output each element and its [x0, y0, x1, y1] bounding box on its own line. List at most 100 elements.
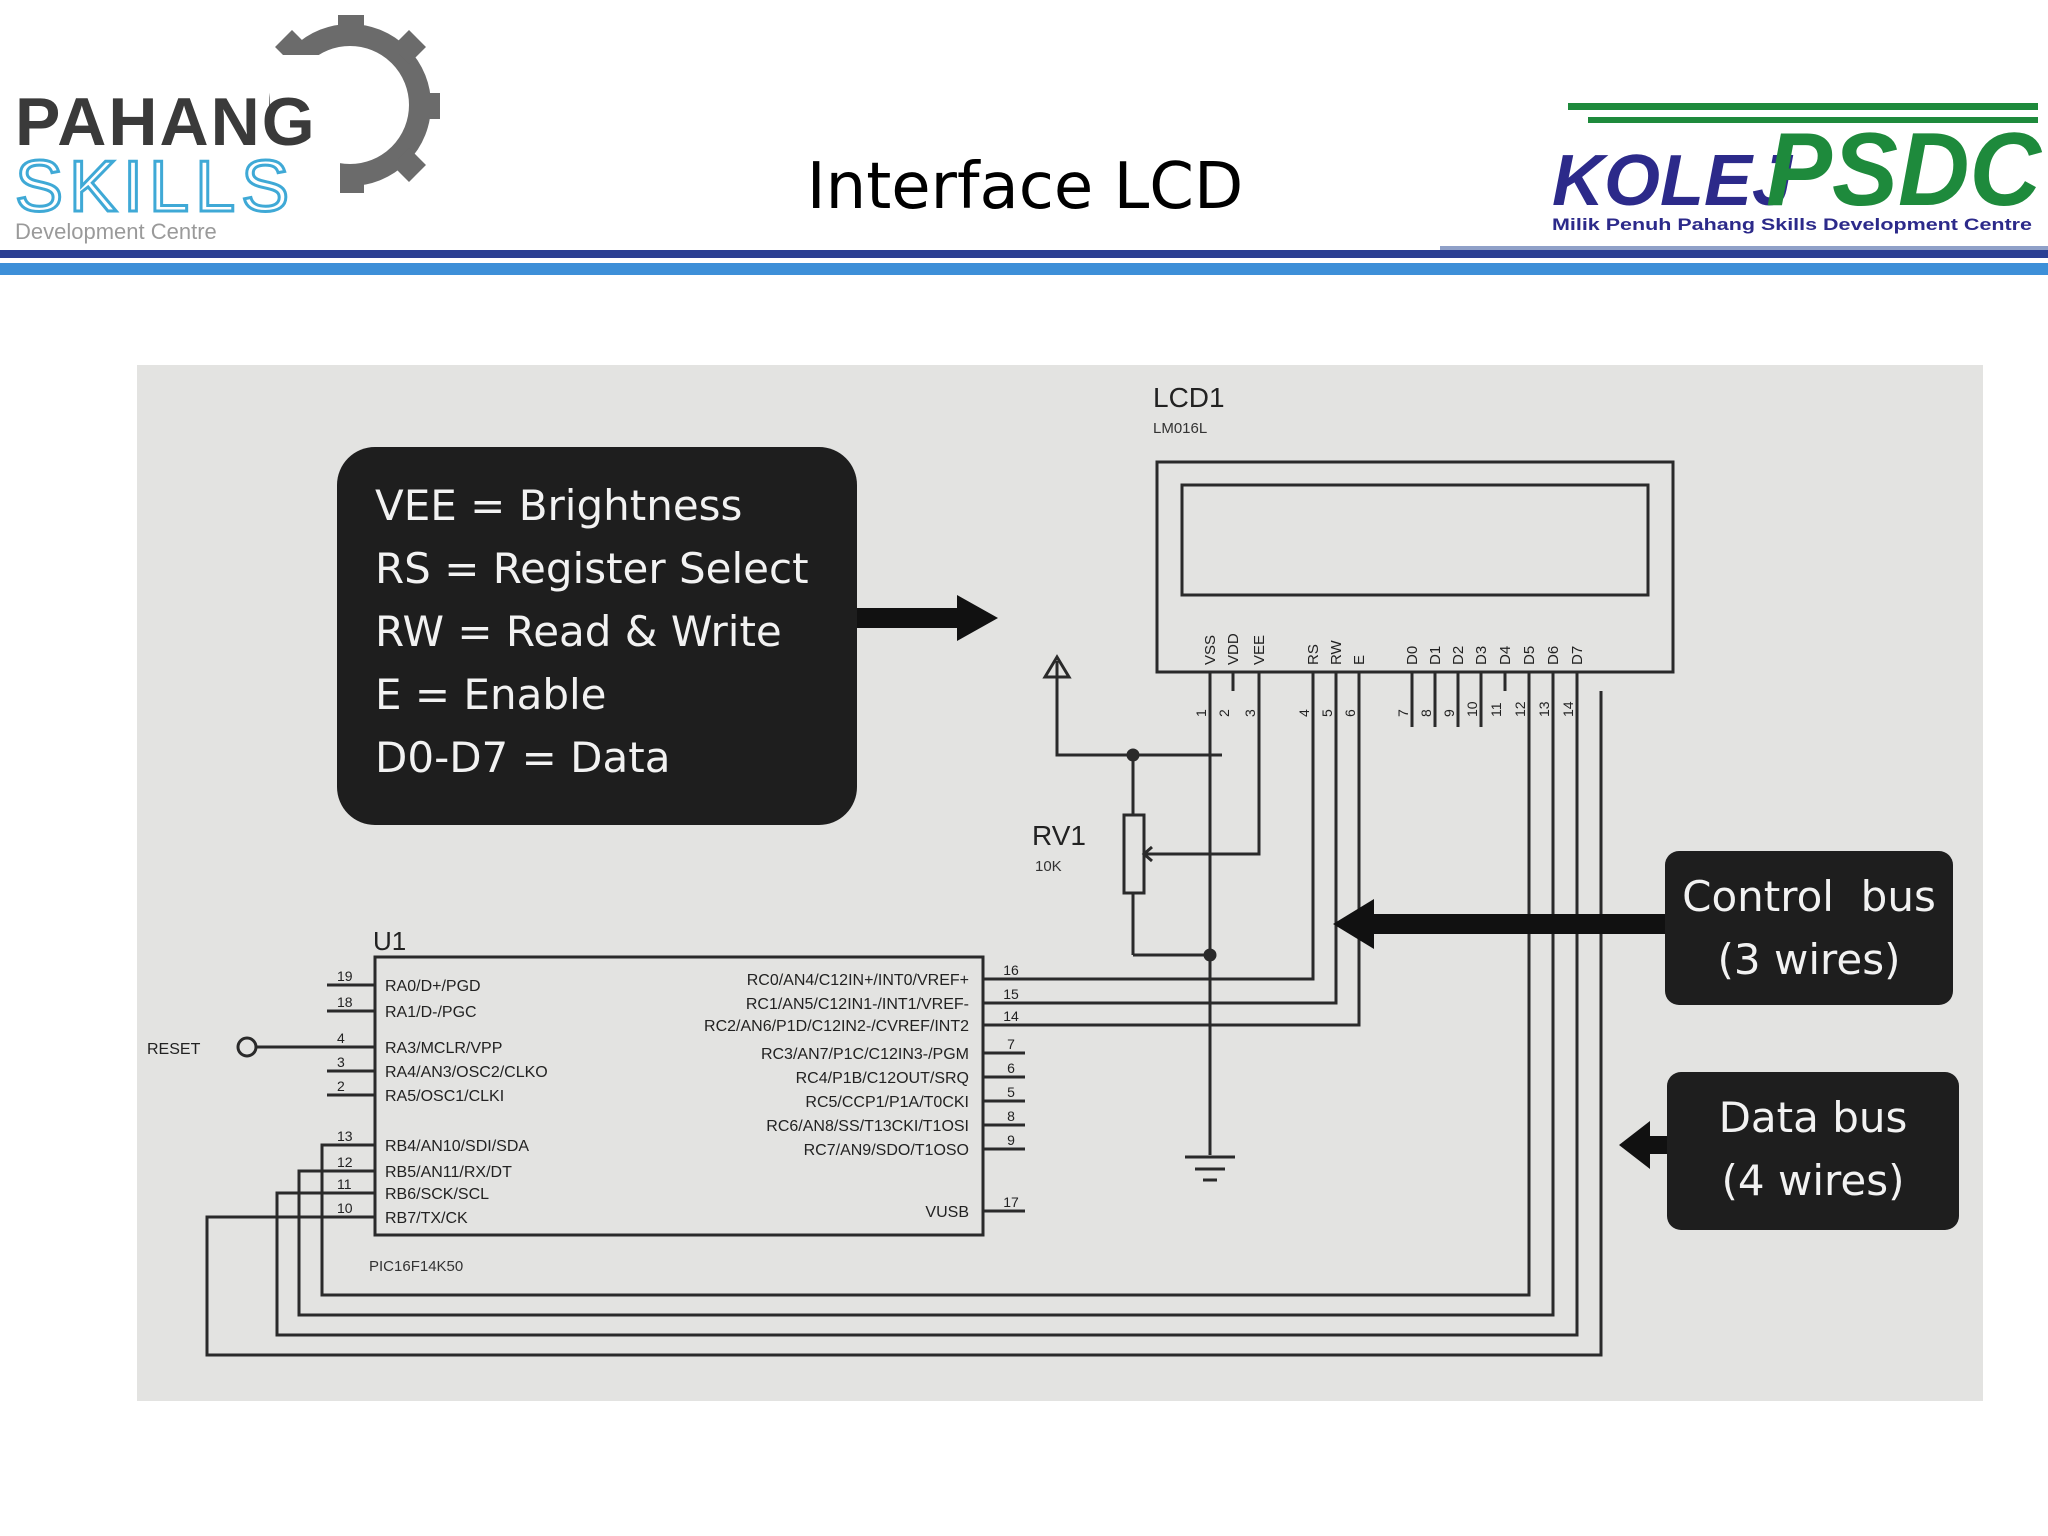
wire-rs	[1025, 691, 1315, 981]
mcu-right-pin-number: 17	[1003, 1194, 1019, 1210]
lcd-screen	[1180, 483, 1650, 597]
arrow-control-bus	[1333, 899, 1667, 949]
wire-rw	[1025, 691, 1338, 1005]
data-bus-callout: Data bus (4 wires)	[1667, 1072, 1959, 1230]
mcu-left-pin-name: RB4/AN10/SDI/SDA	[385, 1138, 529, 1155]
control-bus-count: (3 wires)	[1717, 935, 1901, 984]
lcd-pin-label: D4	[1497, 646, 1514, 665]
pot-wiper-arrow	[1141, 845, 1153, 863]
wire-e	[1025, 691, 1361, 1027]
mcu-left-pin-number: 12	[337, 1154, 353, 1170]
lcd-pin-number: 7	[1395, 709, 1411, 717]
lcd-pin-label: VEE	[1251, 635, 1268, 665]
lcd-pin-number: 14	[1560, 701, 1576, 717]
mcu-right-pin-number: 5	[1007, 1084, 1015, 1100]
callout-line-rs: RS = Register Select	[375, 544, 809, 593]
gear-icon	[269, 15, 440, 195]
callout-line-data: D0-D7 = Data	[375, 733, 671, 782]
logo-stripes	[1568, 103, 2038, 123]
mcu-ref-label: U1	[373, 926, 406, 956]
control-bus-title: Control bus	[1682, 872, 1936, 921]
mcu-left-pins: 19RA0/D+/PGD18RA1/D-/PGC4RA3/MCLR/VPP3RA…	[327, 968, 548, 1227]
mcu-right-pin-name: RC7/AN9/SDO/T1OSO	[804, 1142, 969, 1159]
slide-title: Interface LCD	[806, 150, 1244, 224]
reset-label: RESET	[147, 1041, 201, 1058]
wire-d7	[205, 691, 1603, 1357]
lcd-pin-label: VSS	[1202, 635, 1219, 665]
mcu-right-pin-number: 14	[1003, 1008, 1019, 1024]
lcd-pin-number: 5	[1319, 709, 1335, 717]
mcu-right-pin-number: 6	[1007, 1060, 1015, 1076]
mcu-left-pin-name: RB6/SCK/SCL	[385, 1186, 489, 1203]
mcu-right-pin-name: RC6/AN8/SS/T13CKI/T1OSI	[766, 1118, 969, 1135]
mcu-right-pin-name: VUSB	[925, 1204, 969, 1221]
lcd-pin-label: D2	[1450, 646, 1467, 665]
lcd-pin-number: 11	[1488, 702, 1504, 717]
mcu-left-pin-name: RA1/D-/PGC	[385, 1004, 477, 1021]
mcu-left-pin-number: 18	[337, 994, 353, 1010]
lcd-pin-label: D1	[1427, 646, 1444, 665]
wire-d6	[275, 691, 1579, 1337]
lcd-pin-number: 12	[1512, 701, 1528, 717]
lcd-pin-number: 10	[1464, 701, 1480, 717]
mcu-right-pin-name: RC4/P1B/C12OUT/SRQ	[796, 1070, 969, 1087]
lcd-pin-label: VDD	[1225, 633, 1242, 665]
mcu-left-pin-name: RB5/AN11/RX/DT	[385, 1164, 512, 1181]
mcu-left-pin-number: 2	[337, 1078, 345, 1094]
lcd-pin-label: D5	[1521, 646, 1538, 665]
mcu-part-label: PIC16F14K50	[369, 1258, 463, 1275]
mcu-left-pin-number: 10	[337, 1200, 353, 1216]
mcu-left-pin-name: RA4/AN3/OSC2/CLKO	[385, 1064, 548, 1081]
lcd-part-label: LM016L	[1153, 420, 1207, 437]
logo-kolej-text: KOLEJ	[1552, 141, 1794, 221]
wire-d5	[297, 691, 1555, 1317]
mcu-right-pin-number: 8	[1007, 1108, 1015, 1124]
mcu-right-pin-number: 16	[1003, 962, 1019, 978]
header-rule-dark	[0, 250, 2048, 258]
mcu-left-pin-name: RA3/MCLR/VPP	[385, 1040, 502, 1057]
mcu-right-pin-number: 7	[1007, 1036, 1015, 1052]
mcu-left-pin-number: 19	[337, 968, 353, 984]
ground-symbol	[1185, 1155, 1235, 1182]
mcu-left-pin-name: RB7/TX/CK	[385, 1210, 468, 1227]
lcd-ref-label: LCD1	[1153, 382, 1225, 413]
mcu-right-pin-name: RC1/AN5/C12IN1-/INT1/VREF-	[746, 996, 969, 1013]
callout-line-vee: VEE = Brightness	[375, 481, 743, 530]
mcu-left-pin-name: RA0/D+/PGD	[385, 978, 481, 995]
lcd-pin-number: 1	[1193, 709, 1209, 717]
lcd-pin-number: 2	[1216, 709, 1232, 717]
header-rule-light	[0, 263, 2048, 275]
pot-value-label: 10K	[1035, 858, 1062, 875]
power-symbol	[1042, 654, 1133, 757]
lcd-pin-number: 13	[1536, 701, 1552, 717]
logo-tagline-text: Development Centre	[15, 219, 217, 244]
lcd-pin-number: 6	[1342, 709, 1358, 717]
lcd-pin-number: 4	[1296, 709, 1312, 717]
mcu-right-pin-name: RC5/CCP1/P1A/T0CKI	[805, 1094, 969, 1111]
lcd-pin-label: D6	[1545, 646, 1562, 665]
pot-ref-label: RV1	[1032, 820, 1086, 851]
lcd-pin-label: RW	[1328, 639, 1345, 665]
mcu-right-pin-name: RC0/AN4/C12IN+/INT0/VREF+	[747, 972, 969, 989]
mcu-right-pin-number: 9	[1007, 1132, 1015, 1148]
pahang-skills-logo: PAHANG SKILLS Development Centre	[14, 15, 440, 244]
mcu-right-pin-name: RC3/AN7/P1C/C12IN3-/PGM	[761, 1046, 969, 1063]
header-rule-thin	[1440, 246, 2048, 250]
logo-pahang-text: PAHANG	[15, 84, 317, 160]
mcu-right-pin-number: 15	[1003, 986, 1019, 1002]
lcd-pin-label: D0	[1404, 646, 1421, 665]
lcd-outline	[1155, 460, 1675, 674]
data-bus-count: (4 wires)	[1721, 1156, 1905, 1205]
mcu-left-pin-number: 13	[337, 1128, 353, 1144]
logo-psdc-text: PSDC	[1766, 112, 2043, 228]
lcd-pin-number: 3	[1242, 709, 1258, 717]
callout-line-rw: RW = Read & Write	[375, 607, 782, 656]
mcu-left-pin-number: 4	[337, 1030, 345, 1046]
lcd-pin-number: 9	[1441, 709, 1457, 717]
control-bus-callout: Control bus (3 wires)	[1665, 851, 1953, 1005]
arrow-main-callout	[855, 595, 998, 641]
mcu-left-pin-number: 11	[337, 1176, 352, 1192]
